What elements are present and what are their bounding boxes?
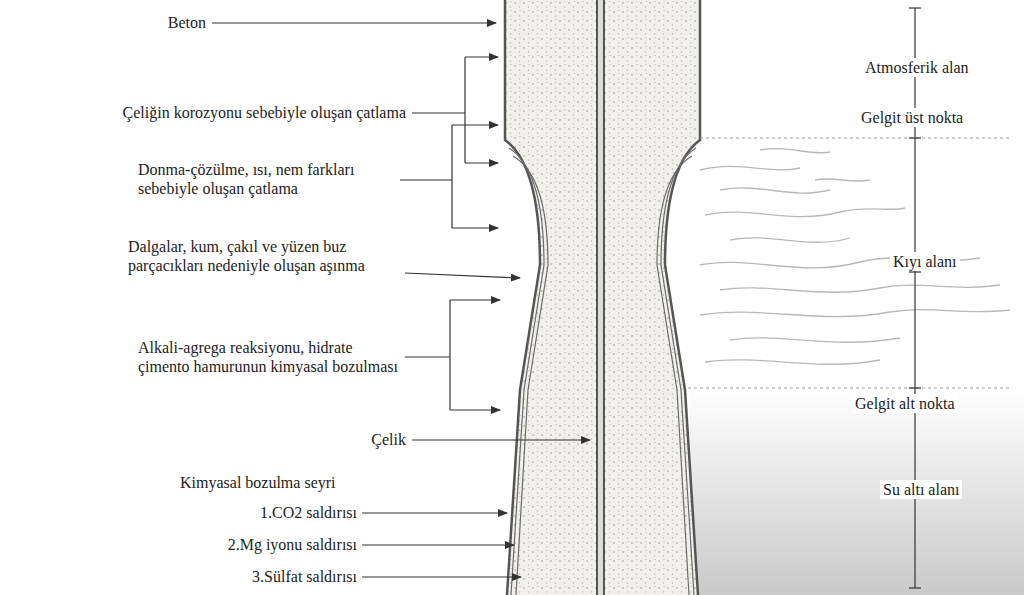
damage-label: Dalgalar, kum, çakıl ve yüzen buz parçac… [128, 237, 400, 275]
damage-label: Çeliğin korozyonu sebebiyle oluşan çatla… [123, 103, 406, 122]
concrete-pile [505, 0, 700, 595]
waves [700, 149, 1010, 365]
damage-label: Alkali-agrega reaksiyonu, hidrate çiment… [138, 338, 400, 376]
part-label: Çelik [371, 430, 406, 449]
zone-label: Gelgit alt nokta [852, 394, 958, 413]
damage-label: Donma-çözülme, ısı, nem farkları sebebiy… [138, 160, 394, 198]
list-item: 3.Sülfat saldırısı [252, 567, 357, 586]
zone-label: Kıyı alanı [890, 252, 960, 271]
water-body [690, 388, 1024, 595]
zone-label: Su altı alanı [880, 480, 962, 499]
zone-axis [909, 8, 921, 588]
zone-boundaries [688, 138, 1012, 388]
steel-edge [596, 0, 598, 595]
zone-label: Beton [168, 13, 206, 32]
steel-edge [603, 0, 605, 595]
list-item: 1.CO2 saldırısı [260, 503, 357, 522]
steel-bar [597, 0, 604, 595]
list-item: 2.Mg iyonu saldırısı [228, 535, 357, 554]
heading-label: Kimyasal bozulma seyri [180, 473, 336, 492]
zone-label: Gelgit üst nokta [858, 108, 966, 127]
zone-label: Atmosferik alan [862, 58, 972, 77]
pile-outline [505, 0, 700, 595]
